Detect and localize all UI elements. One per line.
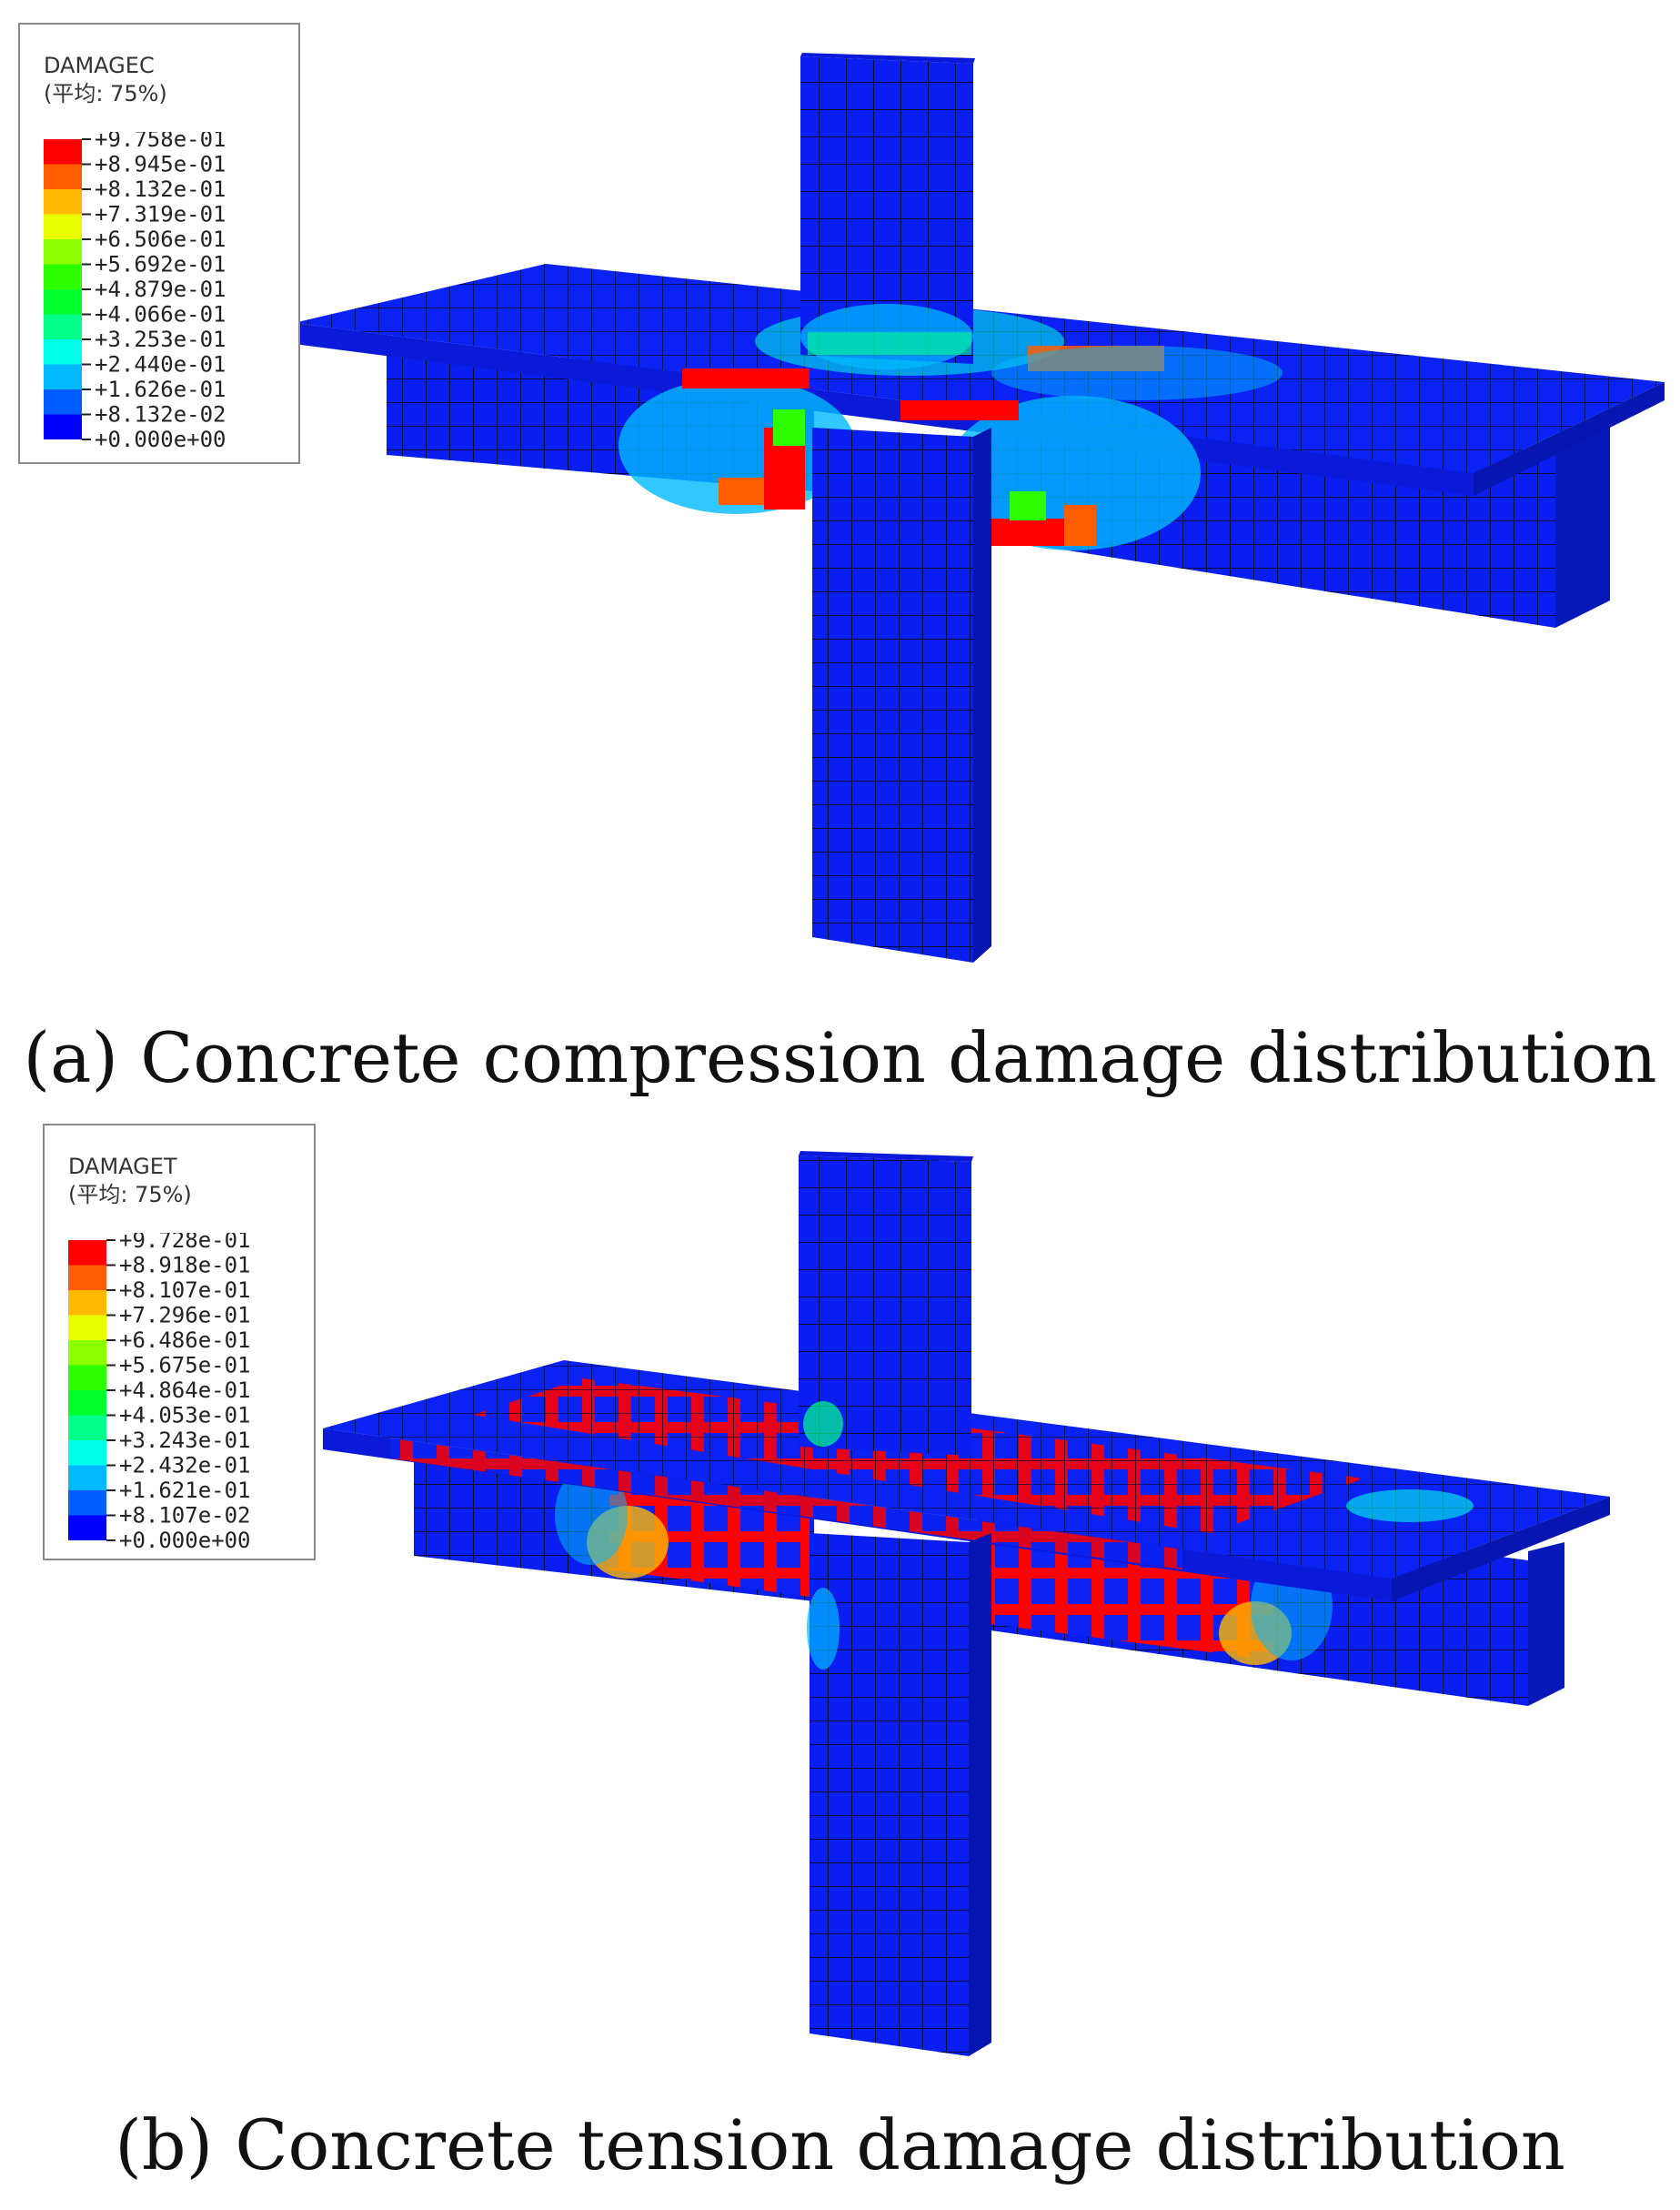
beam-right-end: [1555, 428, 1610, 628]
damage-orange-left: [719, 478, 764, 505]
panel-tension-damage: DAMAGET (平均: 75%) +9.728e-01+8.918e-01+8…: [0, 1105, 1680, 2210]
slab-top-grid: [323, 1360, 1610, 1579]
scale-value-label: +9.758e-01: [95, 132, 226, 152]
legend-subtitle: (平均: 75%): [44, 81, 167, 106]
scale-value-label: +2.440e-01: [95, 352, 226, 378]
scale-swatch: [68, 1490, 106, 1516]
scale-value-label: +7.296e-01: [119, 1303, 251, 1328]
legend-tension: DAMAGET (平均: 75%) +9.728e-01+8.918e-01+8…: [43, 1124, 316, 1560]
scale-swatch: [68, 1365, 106, 1390]
scale-value-label: +4.879e-01: [95, 277, 226, 302]
scale-value-label: +4.066e-01: [95, 302, 226, 328]
scale-value-label: +8.132e-01: [95, 177, 226, 202]
damage-strip-left: [682, 368, 810, 389]
scale-swatch: [68, 1340, 106, 1366]
scale-swatch: [68, 1390, 106, 1416]
compression-damage-model: [294, 53, 1665, 963]
damage-green-right: [1010, 491, 1046, 520]
damage-red-right: [987, 519, 1073, 546]
column-lower-front-grid: [812, 428, 973, 963]
column-lower-side: [973, 428, 991, 963]
damage-slab-spots: [1346, 1489, 1474, 1522]
slab-end: [1392, 1497, 1610, 1601]
scale-swatch: [44, 189, 82, 215]
scale-value-label: +9.728e-01: [119, 1233, 251, 1253]
scale-swatch: [44, 139, 82, 165]
scale-swatch: [68, 1265, 106, 1290]
column-lower-side: [969, 1533, 991, 2056]
scale-value-label: +6.486e-01: [119, 1327, 251, 1353]
column-upper-front-grid: [799, 1155, 971, 1456]
color-scale: +9.758e-01+8.945e-01+8.132e-01+7.319e-01…: [44, 132, 226, 452]
scale-value-label: +8.918e-01: [119, 1253, 251, 1278]
scale-swatch: [68, 1315, 106, 1340]
scale-swatch: [68, 1515, 106, 1540]
scale-value-label: +4.864e-01: [119, 1377, 251, 1403]
scale-swatch: [44, 389, 82, 415]
scale-value-label: +3.243e-01: [119, 1428, 251, 1453]
scale-swatch: [44, 239, 82, 265]
scale-value-label: +3.253e-01: [95, 327, 226, 352]
legend-title: DAMAGET: [68, 1154, 177, 1179]
tension-damage-model: [323, 1151, 1610, 2056]
scale-value-label: +1.626e-01: [95, 377, 226, 402]
legend-compression: DAMAGEC (平均: 75%) +9.758e-01+8.945e-01+8…: [18, 23, 300, 464]
scale-swatch: [44, 339, 82, 365]
scale-swatch: [68, 1415, 106, 1440]
damage-strip-right: [900, 400, 1019, 420]
column-upper-front-grid: [800, 56, 973, 364]
scale-swatch: [68, 1290, 106, 1316]
slab-end: [1474, 382, 1665, 496]
scale-value-label: +6.506e-01: [95, 227, 226, 252]
scale-swatch: [68, 1240, 106, 1266]
scale-value-label: +4.053e-01: [119, 1403, 251, 1428]
scale-swatch: [44, 414, 82, 439]
damage-column-base: [803, 1401, 843, 1447]
column-upper-top: [799, 1151, 973, 1162]
scale-value-label: +8.107e-01: [119, 1277, 251, 1303]
scale-value-label: +0.000e+00: [95, 427, 226, 452]
scale-swatch: [44, 264, 82, 289]
scale-swatch: [68, 1440, 106, 1466]
scale-value-label: +7.319e-01: [95, 202, 226, 227]
damage-spread-right: [991, 346, 1283, 400]
scale-value-label: +2.432e-01: [119, 1453, 251, 1478]
legend-subtitle: (平均: 75%): [68, 1182, 192, 1207]
caption-b: (b) Concrete tension damage distribution: [115, 2104, 1565, 2185]
scale-value-label: +0.000e+00: [119, 1528, 251, 1553]
scale-swatch: [44, 214, 82, 239]
scale-value-label: +1.621e-01: [119, 1478, 251, 1503]
scale-swatch: [44, 314, 82, 339]
scale-value-label: +5.675e-01: [119, 1353, 251, 1378]
column-upper-top: [800, 53, 975, 64]
scale-value-label: +8.945e-01: [95, 152, 226, 177]
scale-swatch: [44, 364, 82, 389]
damage-column-base-green: [808, 332, 971, 355]
color-scale: +9.728e-01+8.918e-01+8.107e-01+7.296e-01…: [68, 1233, 251, 1553]
beam-right-end: [1528, 1542, 1564, 1706]
damage-orange-right: [1064, 505, 1096, 546]
scale-swatch: [44, 289, 82, 315]
scale-swatch: [44, 164, 82, 189]
scale-value-label: +8.107e-02: [119, 1503, 251, 1529]
panel-compression-damage: DAMAGEC (平均: 75%) +9.758e-01+8.945e-01+8…: [18, 23, 1665, 1098]
damage-column-lower: [807, 1588, 840, 1670]
column-lower-front-grid: [810, 1533, 969, 2056]
scale-value-label: +8.132e-02: [95, 402, 226, 428]
damage-green-left: [773, 409, 805, 446]
scale-value-label: +5.692e-01: [95, 252, 226, 278]
scale-swatch: [68, 1465, 106, 1490]
caption-a: (a) Concrete compression damage distribu…: [23, 1017, 1657, 1098]
legend-title: DAMAGEC: [44, 53, 155, 78]
